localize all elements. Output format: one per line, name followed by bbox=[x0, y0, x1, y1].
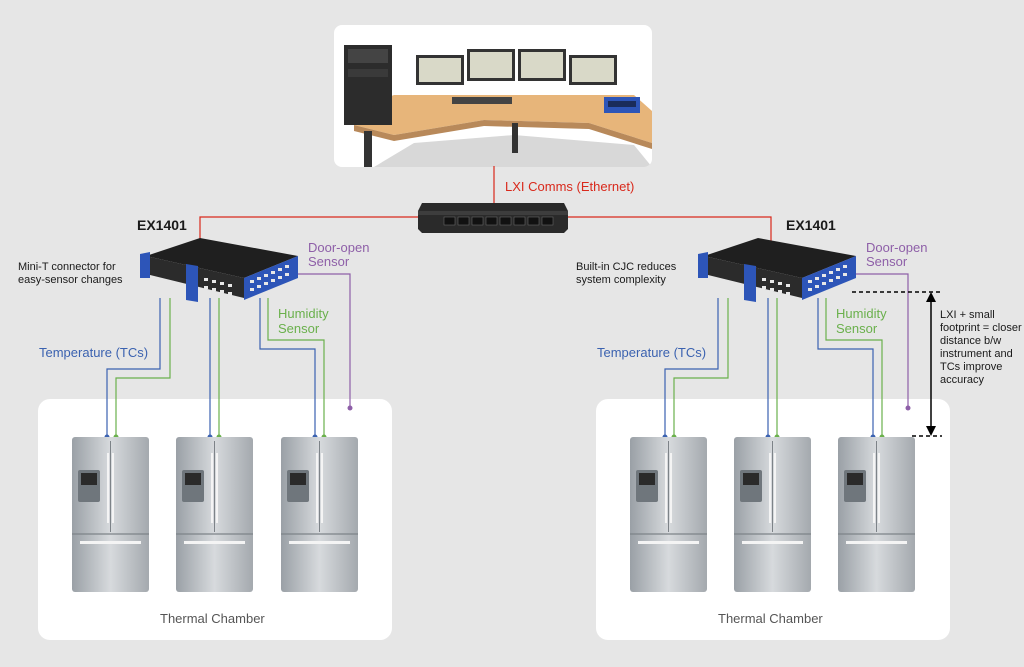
left-chamber-label: Thermal Chamber bbox=[160, 611, 265, 626]
right-device-title: EX1401 bbox=[786, 217, 836, 233]
refrigerator bbox=[281, 437, 358, 592]
right-note: Built-in CJC reduces system complexity bbox=[576, 261, 677, 286]
left-door-label: Door-open Sensor bbox=[308, 240, 370, 269]
right-temperature-label: Temperature (TCs) bbox=[597, 345, 707, 360]
right-humidity-label: Humidity Sensor bbox=[836, 306, 887, 336]
right-door-label: Door-open Sensor bbox=[866, 240, 928, 269]
ethernet-switch bbox=[418, 203, 568, 233]
left-temperature-label: Temperature (TCs) bbox=[39, 345, 149, 360]
left-ex1401-device bbox=[140, 238, 300, 306]
distance-note: LXI + small footprint = closer distance … bbox=[940, 309, 1022, 386]
workstation-image bbox=[334, 25, 652, 167]
left-device-title: EX1401 bbox=[137, 217, 187, 233]
refrigerator bbox=[72, 437, 149, 592]
comms-label: LXI Comms (Ethernet) bbox=[505, 179, 635, 194]
refrigerator bbox=[630, 437, 707, 592]
right-chamber-label: Thermal Chamber bbox=[718, 611, 823, 626]
right-ex1401-device bbox=[698, 238, 858, 306]
refrigerator bbox=[734, 437, 811, 592]
left-note: Mini-T connector for easy-sensor changes bbox=[18, 261, 123, 286]
refrigerator bbox=[838, 437, 915, 592]
left-humidity-label: Humidity Sensor bbox=[278, 306, 329, 336]
refrigerator bbox=[176, 437, 253, 592]
